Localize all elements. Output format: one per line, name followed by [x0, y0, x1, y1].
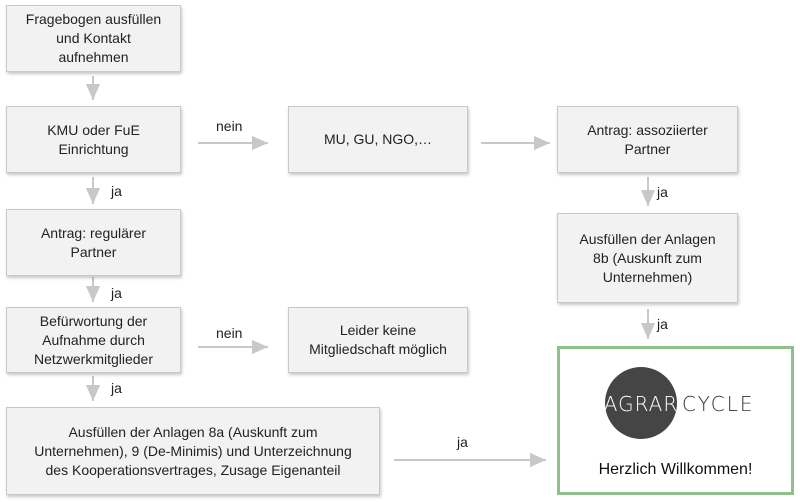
box-kmu-fue: KMU oder FuE Einrichtung	[6, 106, 181, 173]
box-antrag-assoziiert: Antrag: assoziierter Partner	[557, 106, 738, 173]
logo-text-cycle: CYCLE	[682, 392, 754, 416]
box-anlagen-8b: Ausfüllen der Anlagen 8b (Auskunft zum U…	[557, 213, 738, 303]
label-ja-assoziiert: ja	[657, 184, 668, 200]
box-herzlich-willkommen: AGRAR CYCLE Herzlich Willkommen!	[557, 346, 794, 495]
label-nein-befuerwortung: nein	[216, 325, 243, 341]
box-fragebogen: Fragebogen ausfüllen und Kontakt aufnehm…	[6, 5, 181, 72]
agrarcycle-logo: AGRAR CYCLE	[604, 367, 754, 439]
label-ja-kmu: ja	[111, 183, 122, 199]
label-ja-regulaer: ja	[111, 285, 122, 301]
label-nein-kmu: nein	[216, 118, 243, 134]
box-mu-gu-ngo: MU, GU, NGO,…	[288, 106, 468, 173]
label-ja-anlagen-8b: ja	[657, 316, 668, 332]
box-antrag-regulaer: Antrag: regulärer Partner	[6, 209, 181, 276]
welcome-text: Herzlich Willkommen!	[598, 461, 753, 478]
logo-text-agrar: AGRAR	[604, 392, 679, 416]
label-ja-befuerwortung: ja	[111, 380, 122, 396]
label-ja-anlagen-8a: ja	[457, 434, 468, 450]
box-befuerwortung: Befürwortung der Aufnahme durch Netzwerk…	[6, 307, 181, 373]
logo-circle	[605, 367, 677, 439]
box-leider-keine-mitgliedschaft: Leider keine Mitgliedschaft möglich	[288, 307, 468, 373]
box-anlagen-8a: Ausfüllen der Anlagen 8a (Auskunft zum U…	[6, 407, 380, 495]
